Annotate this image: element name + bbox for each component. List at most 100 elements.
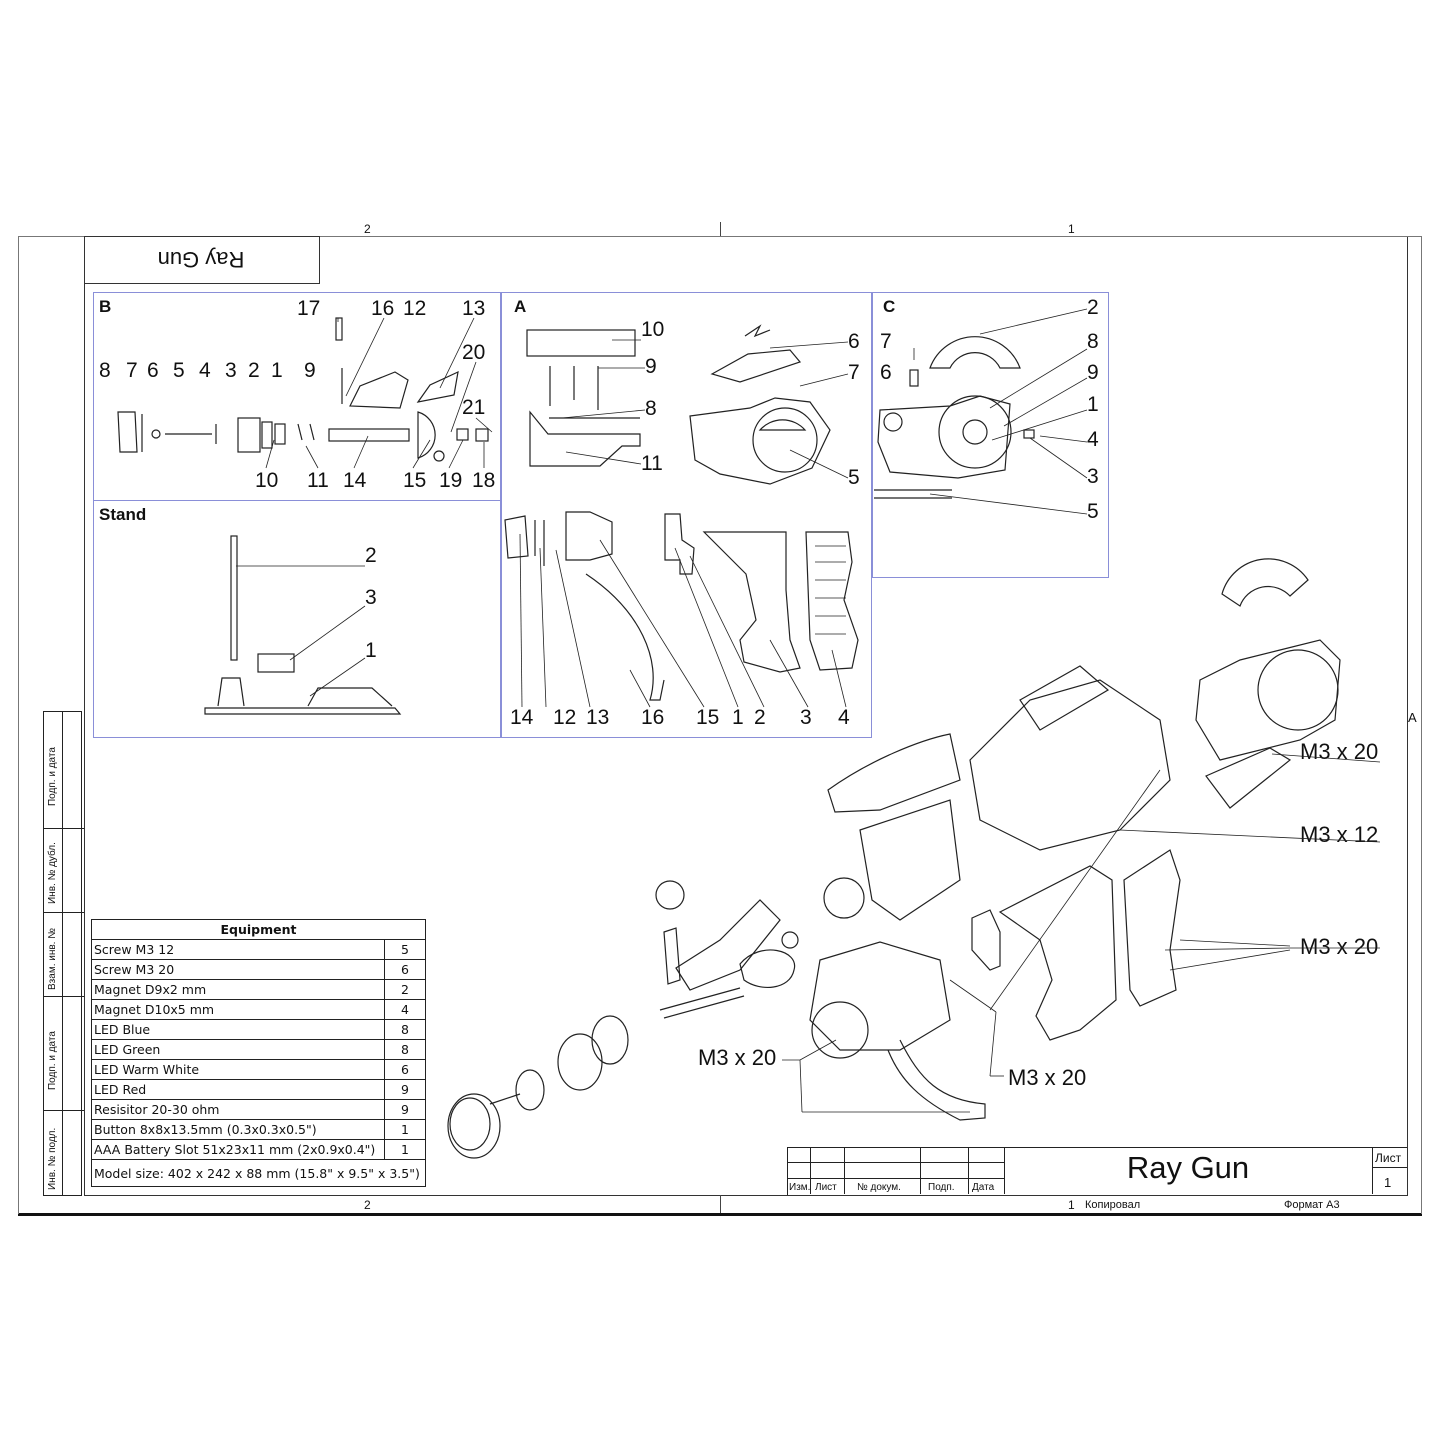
side-stamp-col-b — [62, 711, 82, 1196]
bottom-zone-divider — [720, 1195, 721, 1213]
panel-stand — [93, 500, 502, 738]
title-block-grid — [787, 1147, 1005, 1194]
callout-b-13: 13 — [462, 297, 486, 320]
side-stamp-div-4 — [43, 1110, 84, 1111]
callout-a-14: 14 — [510, 706, 534, 729]
equipment-item: Screw M3 12 — [91, 939, 385, 960]
callout-b-9: 9 — [304, 359, 316, 382]
callout-a-13: 13 — [586, 706, 610, 729]
tb-col-sign: Подп. — [928, 1182, 955, 1193]
model-size: Model size: 402 x 242 x 88 mm (15.8" x 9… — [91, 1159, 426, 1187]
equipment-qty: 6 — [384, 1059, 426, 1080]
callout-a-9: 9 — [645, 355, 657, 378]
right-rule — [1421, 236, 1422, 1214]
callout-screw-grip: M3 x 20 — [1300, 934, 1379, 959]
callout-a-8: 8 — [645, 397, 657, 420]
callout-c-1: 1 — [1087, 393, 1099, 416]
callout-b-21: 21 — [462, 396, 486, 419]
equipment-item: Magnet D9x2 mm — [91, 979, 385, 1000]
mirrored-title-box — [84, 236, 320, 284]
callout-b-2: 2 — [248, 359, 260, 382]
side-stamp-label-2: Инв. № дубл. — [47, 842, 58, 904]
equipment-row: Button 8x8x13.5mm (0.3x0.3x0.5")1 — [91, 1119, 426, 1140]
equipment-qty: 8 — [384, 1019, 426, 1040]
equipment-item: Screw M3 20 — [91, 959, 385, 980]
equipment-qty: 2 — [384, 979, 426, 1000]
equipment-qty: 9 — [384, 1079, 426, 1100]
callout-a-12: 12 — [553, 706, 577, 729]
title-block-title: Ray Gun — [1126, 1150, 1250, 1185]
equipment-qty: 8 — [384, 1039, 426, 1060]
equipment-header-row: Equipment — [91, 919, 426, 940]
callout-stand-2: 2 — [365, 544, 377, 567]
panel-stand-label: Stand — [99, 505, 147, 524]
callout-b-1: 1 — [271, 359, 283, 382]
callout-b-10: 10 — [255, 469, 279, 492]
callout-b-18: 18 — [472, 469, 496, 492]
top-zone-divider — [720, 222, 721, 236]
equipment-qty: 6 — [384, 959, 426, 980]
callout-b-11: 11 — [307, 469, 329, 492]
equipment-qty: 1 — [384, 1119, 426, 1140]
panel-a-label: A — [514, 297, 527, 316]
tb-col-list: Лист — [815, 1182, 837, 1193]
callout-b-17: 17 — [297, 297, 321, 320]
equipment-row: AAA Battery Slot 51x23x11 mm (2x0.9x0.4"… — [91, 1139, 426, 1160]
zone-mark-right: A — [1408, 710, 1417, 725]
callout-b-3: 3 — [225, 359, 237, 382]
title-block — [787, 1147, 1407, 1195]
callout-a-11: 11 — [641, 452, 663, 475]
equipment-qty: 4 — [384, 999, 426, 1020]
equipment-qty: 5 — [384, 939, 426, 960]
callout-b-5: 5 — [173, 359, 185, 382]
callout-c-5: 5 — [1087, 500, 1099, 523]
panel-a — [500, 292, 872, 738]
callout-screw-top: M3 x 20 — [1300, 739, 1379, 764]
tb-col-izm: Изм. — [789, 1182, 811, 1193]
zone-mark-top-right: 1 — [1068, 222, 1075, 236]
callout-stand-1: 1 — [365, 639, 377, 662]
callout-b-16: 16 — [371, 297, 395, 320]
callout-b-20: 20 — [462, 341, 486, 364]
callout-b-14: 14 — [343, 469, 367, 492]
equipment-item: LED Warm White — [91, 1059, 385, 1080]
callout-c-6: 6 — [880, 361, 892, 384]
side-stamp-div-1 — [43, 828, 84, 829]
callout-a-7: 7 — [848, 361, 860, 384]
callout-c-2: 2 — [1087, 296, 1099, 319]
equipment-qty: 1 — [384, 1139, 426, 1160]
callout-b-8: 8 — [99, 359, 111, 382]
callout-a-16: 16 — [641, 706, 665, 729]
callout-c-8: 8 — [1087, 330, 1099, 353]
side-stamp-label-3: Взам. инв. № — [47, 928, 58, 990]
callout-screw-left: M3 x 20 — [698, 1045, 777, 1070]
callout-a-3: 3 — [800, 706, 812, 729]
side-stamp-label-5: Инв. № подл. — [47, 1127, 58, 1190]
side-stamp-div-2 — [43, 912, 84, 913]
equipment-item: Magnet D10x5 mm — [91, 999, 385, 1020]
equipment-item: Button 8x8x13.5mm (0.3x0.3x0.5") — [91, 1119, 385, 1140]
equipment-qty: 9 — [384, 1099, 426, 1120]
callout-a-4: 4 — [838, 706, 850, 729]
callout-b-12: 12 — [403, 297, 427, 320]
equipment-item: Resisitor 20-30 ohm — [91, 1099, 385, 1120]
sheet-number: 1 — [1384, 1175, 1392, 1190]
callout-b-7: 7 — [126, 359, 138, 382]
callout-b-6: 6 — [147, 359, 159, 382]
zone-mark-top-left: 2 — [364, 222, 371, 236]
callout-b-15: 15 — [403, 469, 427, 492]
callout-screw-trigger: M3 x 20 — [1008, 1065, 1087, 1090]
callout-a-2: 2 — [754, 706, 766, 729]
callout-c-4: 4 — [1087, 428, 1099, 451]
zone-mark-bottom-right: 1 — [1068, 1198, 1075, 1212]
side-stamp-div-3 — [43, 996, 84, 997]
